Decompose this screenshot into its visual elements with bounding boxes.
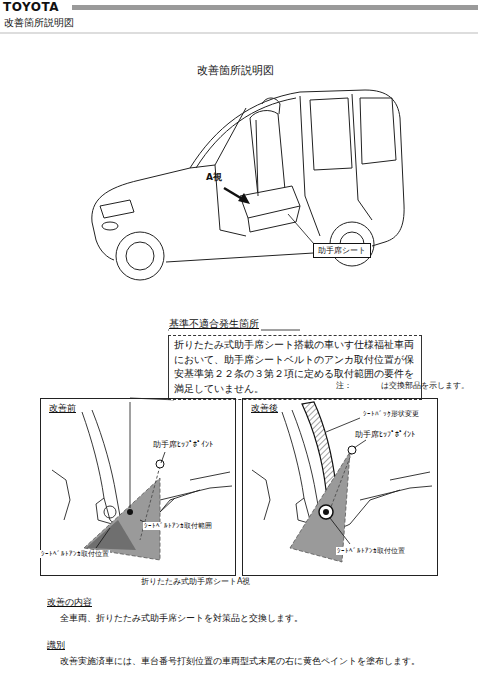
section-heading: 識別: [47, 640, 65, 651]
anchor-part: [319, 505, 333, 519]
section-heading: 改善の内容: [47, 597, 92, 608]
part-label: 助手席ﾋｯﾌﾟﾎﾟｲﾝﾄ: [152, 440, 214, 449]
car-drawing: [92, 90, 404, 280]
header-bar: [72, 5, 478, 10]
node-text: 折りたたみ式助手席シート搭載の車いす仕様福祉車両において、助手席シートベルトのア…: [174, 338, 416, 397]
notice-heading: 基準不適合発生箇所: [169, 317, 261, 331]
hip-point: [156, 460, 164, 468]
part-label: ｼｰﾄﾊﾞｯｸ形状変更: [362, 410, 420, 418]
body-text: 改善実施済車には、車台番号打刻位置の車両型式末尾の右に黄色ペイントを塗布します。: [60, 656, 420, 667]
anchor-point: [323, 509, 329, 515]
part-label: ｼｰﾄﾍﾞﾙﾄｱﾝｶ取付位置: [336, 547, 406, 555]
note-label: 注：: [336, 381, 352, 391]
header-rule: [0, 33, 478, 34]
note-text: は交換部品を示します。: [381, 381, 469, 391]
part-label: 助手席ﾋｯﾌﾟﾎﾟｲﾝﾄ: [354, 430, 416, 439]
page-title: 改善箇所説明図: [0, 64, 474, 77]
notice-box: 基準不適合発生箇所折りたたみ式助手席シート搭載の車いす仕様福祉車両において、助手…: [168, 335, 422, 400]
body-text: 全車両、折りたたみ式助手席シートを対策品と交換します。: [60, 613, 303, 624]
part-label: ｼｰﾄﾍﾞﾙﾄｱﾝｶ取付位置: [40, 550, 110, 558]
panel-heading: 改善前: [49, 402, 76, 415]
panel-heading: 改善後: [251, 402, 278, 415]
anchor-range-dark: [86, 520, 136, 550]
view-caption: 折りたたみ式助手席シートA視: [140, 577, 251, 587]
part-label: ｼｰﾄﾍﾞﾙﾄｱﾝｶ取付範囲: [143, 522, 213, 530]
node-text: 助手席シート: [318, 245, 366, 256]
view-arrow-head: [238, 193, 250, 204]
view-label: A視: [206, 172, 222, 183]
leader-line: [96, 528, 110, 548]
anchor-point: [127, 509, 133, 515]
header-title: 改善箇所説明図: [4, 17, 74, 29]
leader-line: [354, 440, 366, 448]
brand-logo: TOYOTA: [3, 0, 59, 14]
seatback-change: [302, 402, 336, 490]
leader-line: [161, 452, 165, 463]
anchor-range: [290, 452, 350, 562]
part-callout-box: 助手席シート: [313, 243, 371, 258]
anchor-range: [84, 478, 160, 560]
leader-line: [330, 518, 350, 544]
leader-line: [288, 214, 314, 244]
leader-line: [130, 402, 131, 508]
